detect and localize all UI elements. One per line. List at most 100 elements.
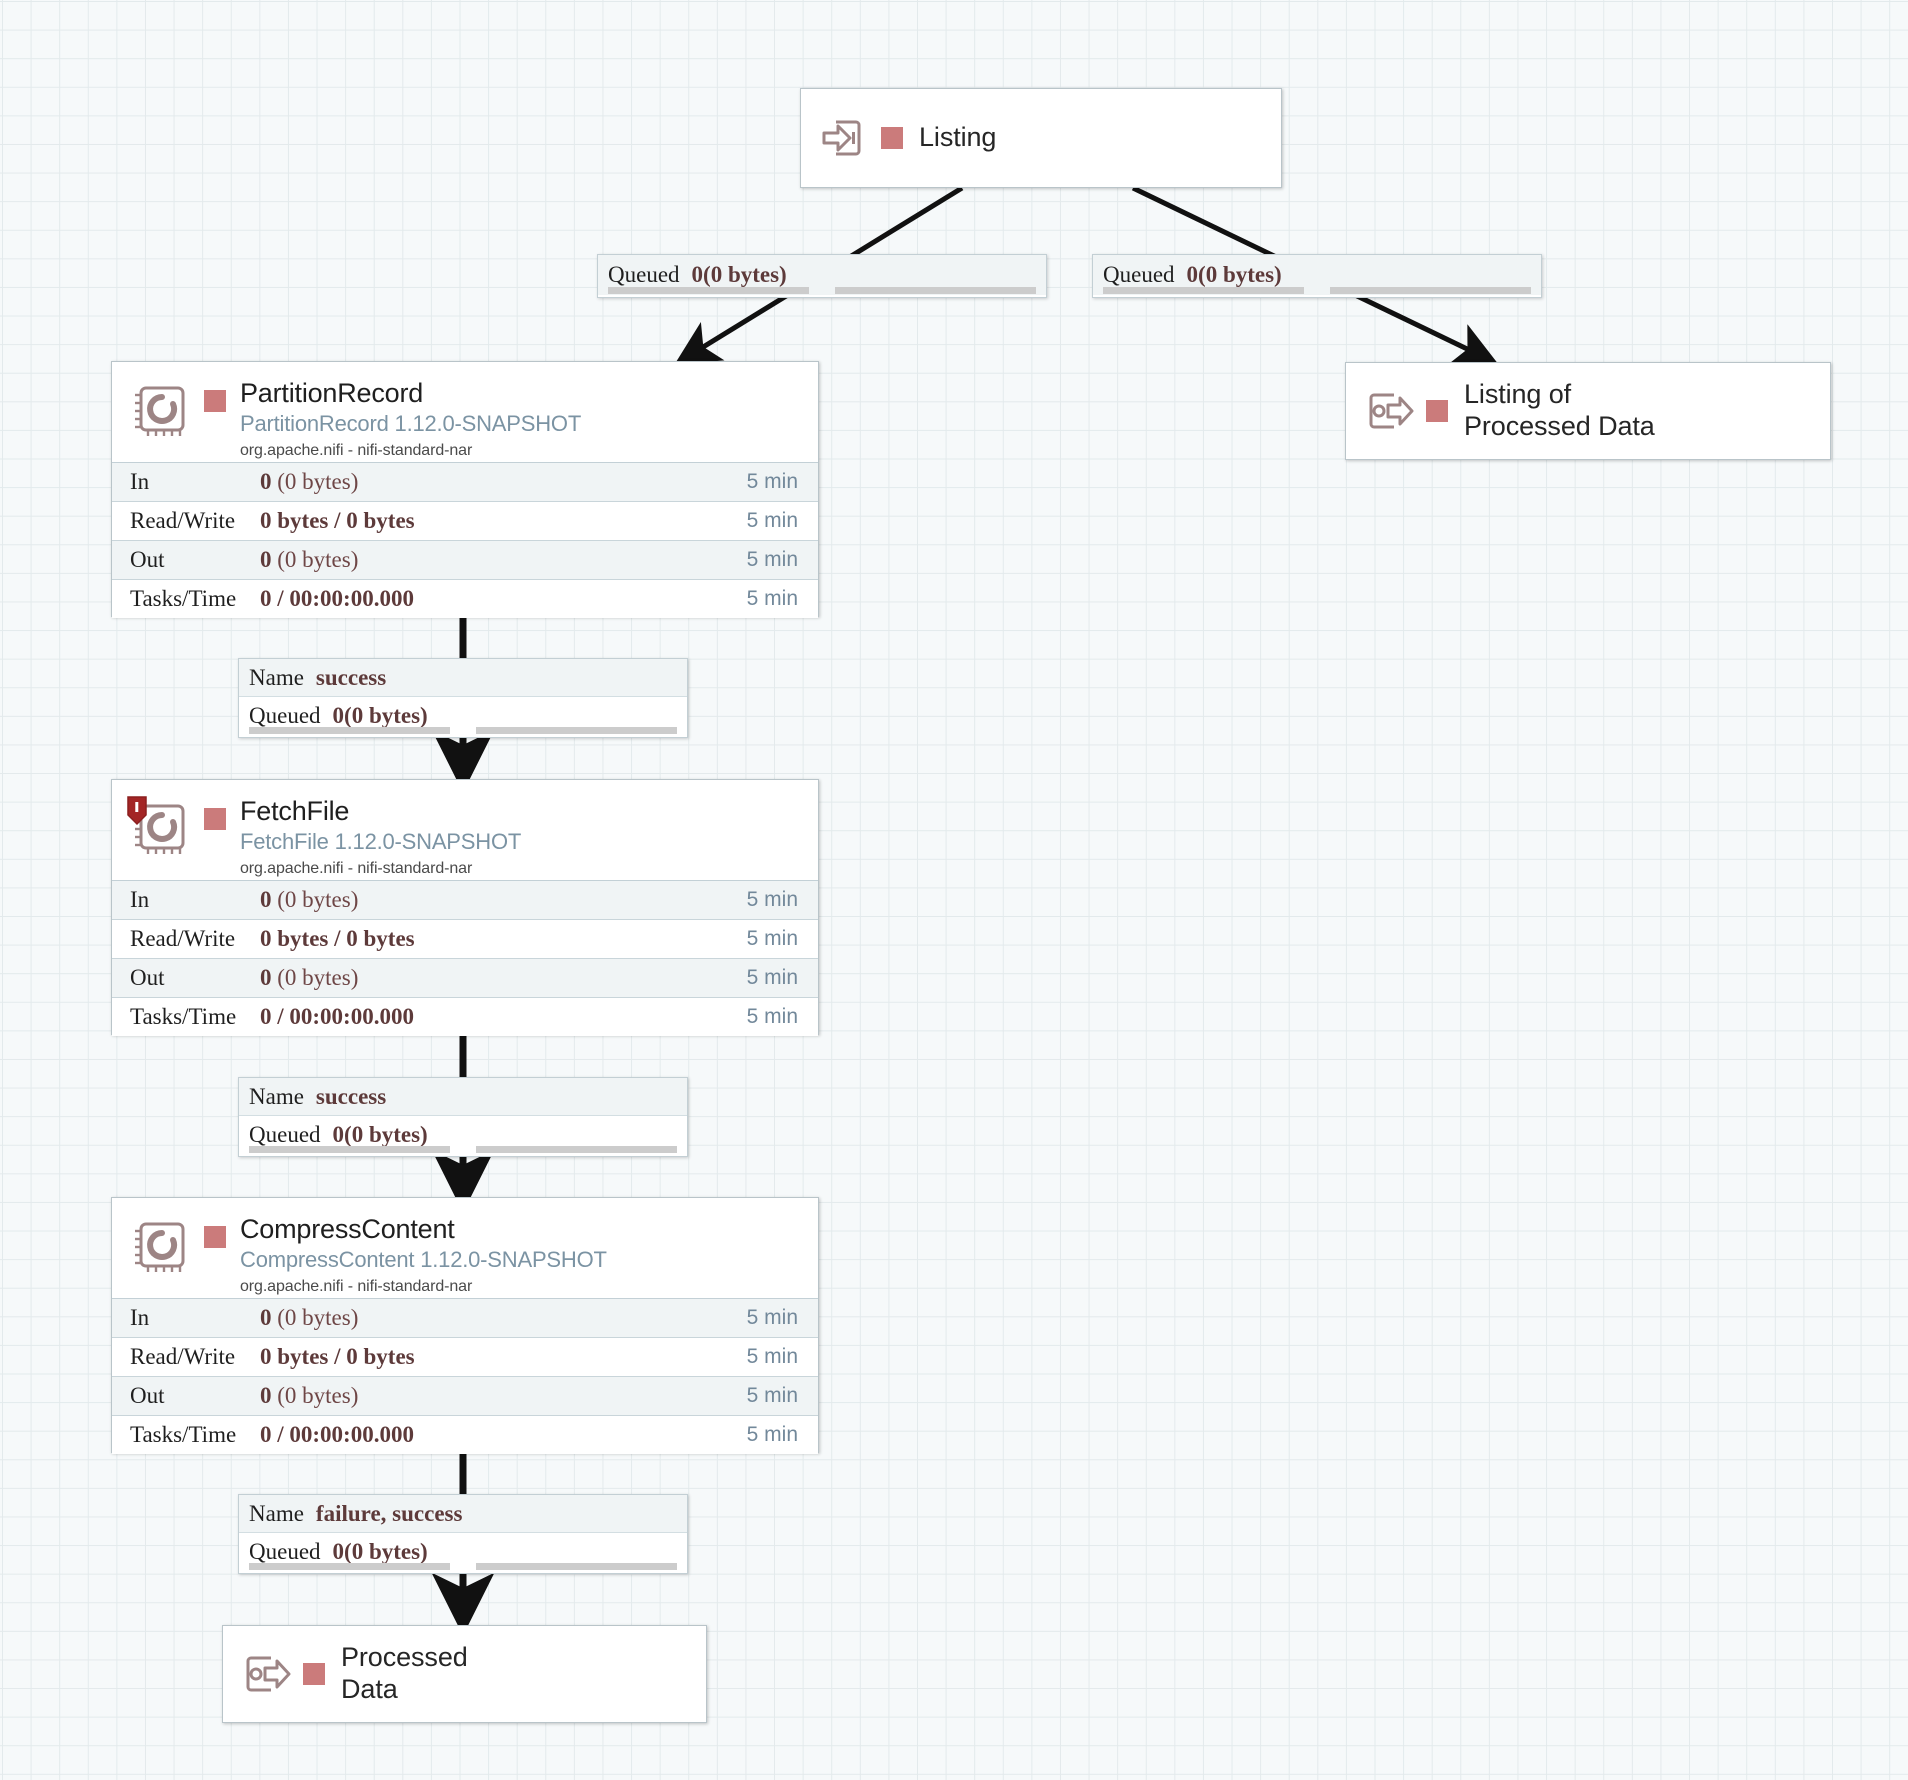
connection-label-compresscontent-to-processed-data[interactable]: Name failure, success Queued 0 (0 bytes)	[238, 1494, 688, 1574]
status-indicator-square	[204, 1226, 226, 1248]
processor-type: FetchFile 1.12.0-SNAPSHOT	[240, 829, 522, 855]
stat-value-detail: (0 bytes)	[271, 1305, 359, 1330]
processor-stats-table: In 0 (0 bytes) 5 min Read/Write 0 bytes …	[112, 880, 818, 1036]
processor-name: FetchFile	[240, 796, 350, 826]
stat-value-detail: (0 bytes)	[271, 469, 359, 494]
queued-value: 0	[1186, 262, 1199, 287]
processor-chip-icon	[130, 1216, 192, 1278]
bulletin-indicator-icon[interactable]	[126, 796, 148, 826]
connection-label-partitionrecord-to-fetchfile[interactable]: Name success Queued 0 (0 bytes)	[238, 658, 688, 738]
stat-label: Read/Write	[130, 1344, 236, 1369]
stat-row: Out 0 (0 bytes) 5 min	[112, 541, 818, 580]
queued-detail: (0 bytes)	[344, 1539, 428, 1564]
status-indicator-square	[204, 808, 226, 830]
queued-key: Queued	[1103, 262, 1175, 287]
stat-value: 0 / 00:00:00.000	[260, 1422, 698, 1448]
name-key: Name	[249, 1500, 304, 1526]
stat-row: Tasks/Time 0 / 00:00:00.000 5 min	[112, 1416, 818, 1454]
connection-name-row: Name success	[239, 1078, 687, 1116]
stat-time: 5 min	[746, 548, 798, 571]
queued-detail: (0 bytes)	[344, 703, 428, 728]
stat-row: Tasks/Time 0 / 00:00:00.000 5 min	[112, 998, 818, 1036]
queued-detail: (0 bytes)	[344, 1122, 428, 1147]
output-port-icon	[237, 1646, 293, 1702]
output-port-processed-data[interactable]: Processed Data	[222, 1625, 707, 1723]
stat-value: 0 (0 bytes)	[260, 887, 698, 913]
connection-label-listing-to-partitionrecord[interactable]: Queued 0 (0 bytes)	[597, 254, 1047, 298]
stat-value-main: 0	[260, 547, 272, 572]
stat-value-main: 0	[260, 1383, 272, 1408]
name-key: Name	[249, 664, 304, 690]
stat-value: 0 (0 bytes)	[260, 965, 698, 991]
stat-label: In	[130, 887, 150, 912]
stat-value: 0 / 00:00:00.000	[260, 1004, 698, 1030]
stat-value-detail: (0 bytes)	[271, 965, 359, 990]
processor-compresscontent[interactable]: CompressContent CompressContent 1.12.0-S…	[111, 1197, 819, 1454]
stat-value: 0 (0 bytes)	[260, 469, 698, 495]
queue-count-bar	[608, 287, 809, 294]
queue-size-bar	[1330, 287, 1531, 294]
stat-row: Read/Write 0 bytes / 0 bytes 5 min	[112, 1338, 818, 1377]
input-port-label: Listing	[919, 122, 997, 153]
output-port-listing-of-processed-data[interactable]: Listing of Processed Data	[1345, 362, 1831, 460]
queue-capacity-bars	[249, 1146, 677, 1153]
stat-value-main: 0	[260, 965, 272, 990]
stat-row: Read/Write 0 bytes / 0 bytes 5 min	[112, 920, 818, 959]
stat-value-main: 0 / 00:00:00.000	[260, 1422, 414, 1447]
queue-capacity-bars	[249, 1563, 677, 1570]
stat-label: Tasks/Time	[130, 586, 237, 611]
stat-value-main: 0	[260, 1305, 272, 1330]
queue-count-bar	[249, 1146, 450, 1153]
queue-capacity-bars	[249, 727, 677, 734]
stat-value-detail: (0 bytes)	[271, 887, 359, 912]
processor-type: PartitionRecord 1.12.0-SNAPSHOT	[240, 411, 582, 437]
processor-name: CompressContent	[240, 1214, 455, 1244]
queue-size-bar	[476, 727, 677, 734]
processor-fetchfile[interactable]: FetchFile FetchFile 1.12.0-SNAPSHOT org.…	[111, 779, 819, 1036]
stat-value: 0 bytes / 0 bytes	[260, 508, 698, 534]
output-port-icon	[1360, 383, 1416, 439]
processor-bundle: org.apache.nifi - nifi-standard-nar	[240, 859, 473, 877]
stat-value: 0 bytes / 0 bytes	[260, 1344, 698, 1370]
stat-time: 5 min	[746, 1306, 798, 1329]
stat-row: Out 0 (0 bytes) 5 min	[112, 1377, 818, 1416]
stat-time: 5 min	[746, 1423, 798, 1446]
stat-time: 5 min	[746, 966, 798, 989]
connection-name-row: Name success	[239, 659, 687, 697]
queued-value: 0	[332, 703, 345, 728]
queued-key: Queued	[249, 703, 321, 728]
stat-time: 5 min	[746, 509, 798, 532]
input-port-listing[interactable]: Listing	[800, 88, 1282, 188]
queue-capacity-bars	[608, 287, 1036, 294]
queued-key: Queued	[249, 1539, 321, 1564]
queued-value: 0	[332, 1122, 345, 1147]
processor-partitionrecord[interactable]: PartitionRecord PartitionRecord 1.12.0-S…	[111, 361, 819, 618]
processor-chip-icon	[130, 798, 192, 860]
name-value: failure, success	[315, 1500, 463, 1526]
stat-value-main: 0	[260, 887, 272, 912]
processor-stats-table: In 0 (0 bytes) 5 min Read/Write 0 bytes …	[112, 462, 818, 618]
queue-capacity-bars	[1103, 287, 1531, 294]
connection-label-listing-to-listing-of-processed-data[interactable]: Queued 0 (0 bytes)	[1092, 254, 1542, 298]
input-port-icon	[815, 110, 871, 166]
status-indicator-square	[204, 390, 226, 412]
stat-value: 0 (0 bytes)	[260, 547, 698, 573]
stat-label: Out	[130, 1383, 165, 1408]
stat-value-main: 0 bytes / 0 bytes	[260, 1344, 415, 1369]
queued-key: Queued	[249, 1122, 321, 1147]
stat-time: 5 min	[746, 1345, 798, 1368]
queued-detail: (0 bytes)	[1198, 262, 1282, 287]
connection-name-row: Name failure, success	[239, 1495, 687, 1533]
stat-time: 5 min	[746, 587, 798, 610]
queue-count-bar	[249, 727, 450, 734]
connection-label-fetchfile-to-compresscontent[interactable]: Name success Queued 0 (0 bytes)	[238, 1077, 688, 1157]
stat-time: 5 min	[746, 1384, 798, 1407]
stat-label: Tasks/Time	[130, 1004, 237, 1029]
processor-type: CompressContent 1.12.0-SNAPSHOT	[240, 1247, 607, 1273]
queued-key: Queued	[608, 262, 680, 287]
output-port-label: Processed Data	[341, 1642, 468, 1704]
processor-chip-icon	[130, 380, 192, 442]
queued-detail: (0 bytes)	[703, 262, 787, 287]
queued-value: 0	[691, 262, 704, 287]
